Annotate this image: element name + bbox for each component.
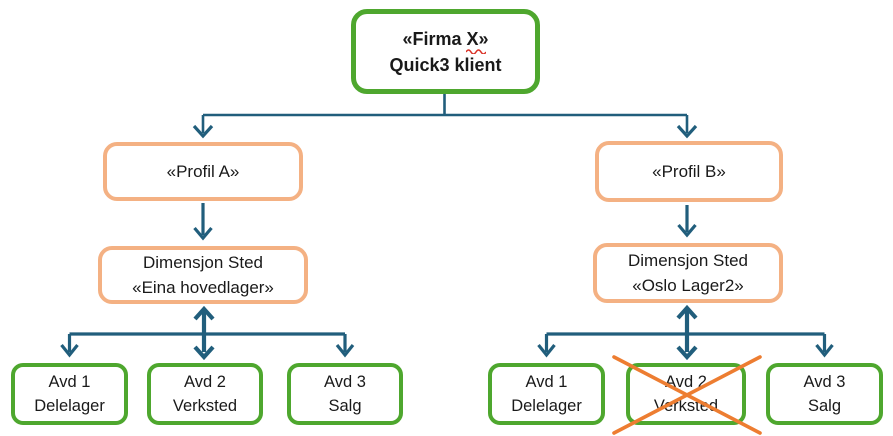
node-left-avd2-line2: Verksted <box>172 397 238 415</box>
node-right-avd2-line1: Avd 2 <box>665 373 707 391</box>
profileA-to-dimensionA-arrow <box>193 203 213 241</box>
node-right-avd2: Avd 2 Verksted <box>626 363 746 425</box>
node-right-avd3-line2: Salg <box>807 397 842 415</box>
node-right-avd3-line1: Avd 3 <box>803 373 846 391</box>
node-right-avd3: Avd 3 Salg <box>766 363 883 425</box>
left-dimension-double-arrow <box>193 305 215 361</box>
node-dimension-eina: Dimensjon Sted «Eina hovedlager» <box>98 246 308 304</box>
node-left-avd3: Avd 3 Salg <box>287 363 403 425</box>
node-dimension-eina-line1: Dimensjon Sted <box>142 253 263 272</box>
node-firma-x-line2: Quick3 klient <box>389 54 502 75</box>
node-left-avd1-line1: Avd 1 <box>48 373 91 391</box>
node-right-avd2-line2: Verksted <box>653 397 719 415</box>
node-right-avd1: Avd 1 Delelager <box>488 363 605 425</box>
node-left-avd1-line2: Delelager <box>34 397 105 415</box>
root-to-profiles-connector <box>192 94 698 139</box>
profileB-to-dimensionB-arrow <box>677 205 697 238</box>
node-firma-x: «Firma X» Quick3 klient <box>351 9 540 94</box>
node-dimension-oslo-line1: Dimensjon Sted <box>627 251 748 270</box>
node-left-avd3-line2: Salg <box>328 397 362 415</box>
node-profil-a: «Profil A» <box>103 142 303 201</box>
node-dimension-eina-line2: «Eina hovedlager» <box>132 278 274 297</box>
node-dimension-oslo: Dimensjon Sted «Oslo Lager2» <box>593 243 783 303</box>
node-right-avd1-line1: Avd 1 <box>525 373 568 391</box>
node-left-avd2-line1: Avd 2 <box>184 373 226 391</box>
node-left-avd1: Avd 1 Delelager <box>11 363 128 425</box>
spellcheck-squiggle <box>466 49 486 54</box>
node-profil-a-label: «Profil A» <box>166 162 240 181</box>
node-profil-b: «Profil B» <box>595 141 783 202</box>
node-left-avd3-line1: Avd 3 <box>324 373 366 391</box>
left-departments-fan <box>60 332 355 358</box>
node-profil-b-label: «Profil B» <box>652 162 726 181</box>
node-firma-x-line1: «Firma X» <box>402 28 489 49</box>
node-left-avd2: Avd 2 Verksted <box>147 363 263 425</box>
node-dimension-oslo-line2: «Oslo Lager2» <box>632 276 744 295</box>
node-right-avd1-line2: Delelager <box>511 397 582 415</box>
